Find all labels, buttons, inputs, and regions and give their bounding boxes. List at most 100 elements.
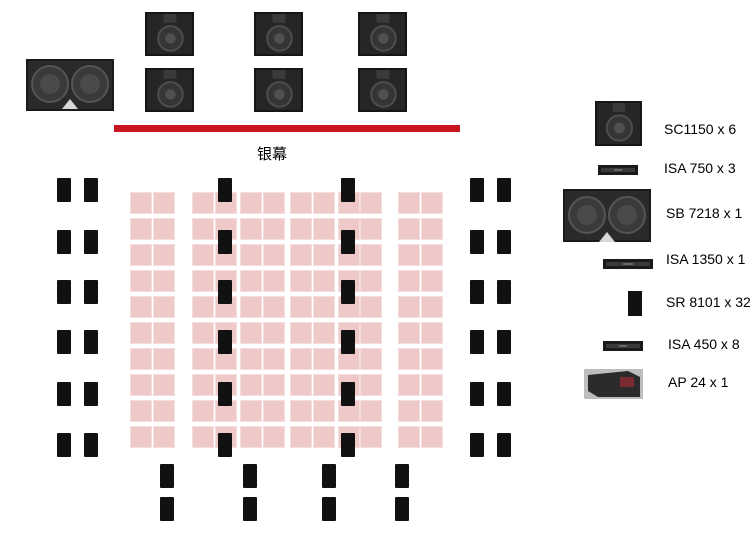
seat	[398, 374, 420, 396]
screen-bar	[114, 125, 460, 132]
screen-speaker-icon	[145, 12, 194, 61]
seat	[421, 348, 443, 370]
seat	[421, 192, 443, 214]
seat	[313, 400, 335, 422]
seat	[290, 348, 312, 370]
seat	[192, 244, 214, 266]
seat	[313, 322, 335, 344]
surround-speaker-icon	[470, 230, 484, 254]
legend-label: SC1150 x 6	[664, 121, 737, 137]
seat	[421, 322, 443, 344]
seat	[313, 374, 335, 396]
surround-speaker-icon	[341, 330, 355, 354]
seat	[130, 270, 152, 292]
seat	[290, 400, 312, 422]
screen-speaker-icon	[145, 68, 194, 117]
seat	[240, 322, 262, 344]
surround-speaker-icon	[470, 178, 484, 202]
surround-speaker-icon	[497, 178, 511, 202]
screen-label: 银幕	[257, 146, 288, 163]
seat	[130, 374, 152, 396]
seat	[290, 192, 312, 214]
surround-speaker-icon	[218, 178, 232, 202]
seat	[130, 348, 152, 370]
seat	[313, 270, 335, 292]
seat	[421, 374, 443, 396]
surround-speaker-icon	[160, 497, 174, 521]
seat	[398, 270, 420, 292]
seat	[130, 400, 152, 422]
seat	[240, 244, 262, 266]
seat	[313, 348, 335, 370]
surround-speaker-icon	[341, 178, 355, 202]
seat	[360, 192, 382, 214]
seat	[360, 348, 382, 370]
seat	[398, 218, 420, 240]
seat	[153, 426, 175, 448]
seat	[313, 426, 335, 448]
seat	[192, 348, 214, 370]
seat	[360, 322, 382, 344]
surround-speaker-icon	[57, 330, 71, 354]
surround-speaker-icon	[341, 230, 355, 254]
seat	[398, 426, 420, 448]
seat	[153, 270, 175, 292]
seat	[290, 270, 312, 292]
surround-speaker-icon	[341, 280, 355, 304]
seat	[263, 348, 285, 370]
seat	[153, 192, 175, 214]
subwoofer-icon	[26, 59, 114, 111]
seat	[240, 348, 262, 370]
surround-speaker-icon	[84, 178, 98, 202]
seat	[421, 218, 443, 240]
seat	[360, 244, 382, 266]
seat	[153, 400, 175, 422]
seat	[360, 426, 382, 448]
sr8101-surround-speaker-icon	[628, 291, 642, 321]
seat	[263, 192, 285, 214]
seat	[263, 218, 285, 240]
surround-speaker-icon	[57, 230, 71, 254]
screen-speaker-icon	[254, 68, 303, 117]
seat	[192, 296, 214, 318]
seat	[360, 400, 382, 422]
surround-speaker-icon	[243, 464, 257, 488]
seat	[263, 322, 285, 344]
ap24-processor-icon	[584, 369, 643, 404]
seat	[263, 296, 285, 318]
surround-speaker-icon	[470, 382, 484, 406]
seat	[313, 296, 335, 318]
surround-speaker-icon	[470, 433, 484, 457]
seat	[153, 218, 175, 240]
surround-speaker-icon	[84, 382, 98, 406]
surround-speaker-icon	[57, 178, 71, 202]
sb7218-subwoofer-icon	[563, 189, 651, 247]
seat	[398, 322, 420, 344]
surround-speaker-icon	[497, 433, 511, 457]
seat	[240, 296, 262, 318]
seat	[360, 270, 382, 292]
surround-speaker-icon	[470, 330, 484, 354]
surround-speaker-icon	[470, 280, 484, 304]
seat	[240, 192, 262, 214]
seat	[421, 244, 443, 266]
seat	[421, 270, 443, 292]
surround-speaker-icon	[497, 330, 511, 354]
seat	[240, 374, 262, 396]
seat	[290, 244, 312, 266]
seat	[192, 374, 214, 396]
seat	[421, 296, 443, 318]
surround-speaker-icon	[218, 230, 232, 254]
seat	[130, 426, 152, 448]
seat	[290, 296, 312, 318]
surround-speaker-icon	[57, 280, 71, 304]
surround-speaker-icon	[84, 433, 98, 457]
surround-speaker-icon	[497, 382, 511, 406]
legend-label: AP 24 x 1	[668, 374, 729, 390]
screen-speaker-icon	[358, 12, 407, 61]
seat	[130, 296, 152, 318]
seat	[192, 426, 214, 448]
seat	[263, 426, 285, 448]
seat	[313, 218, 335, 240]
surround-speaker-icon	[57, 433, 71, 457]
